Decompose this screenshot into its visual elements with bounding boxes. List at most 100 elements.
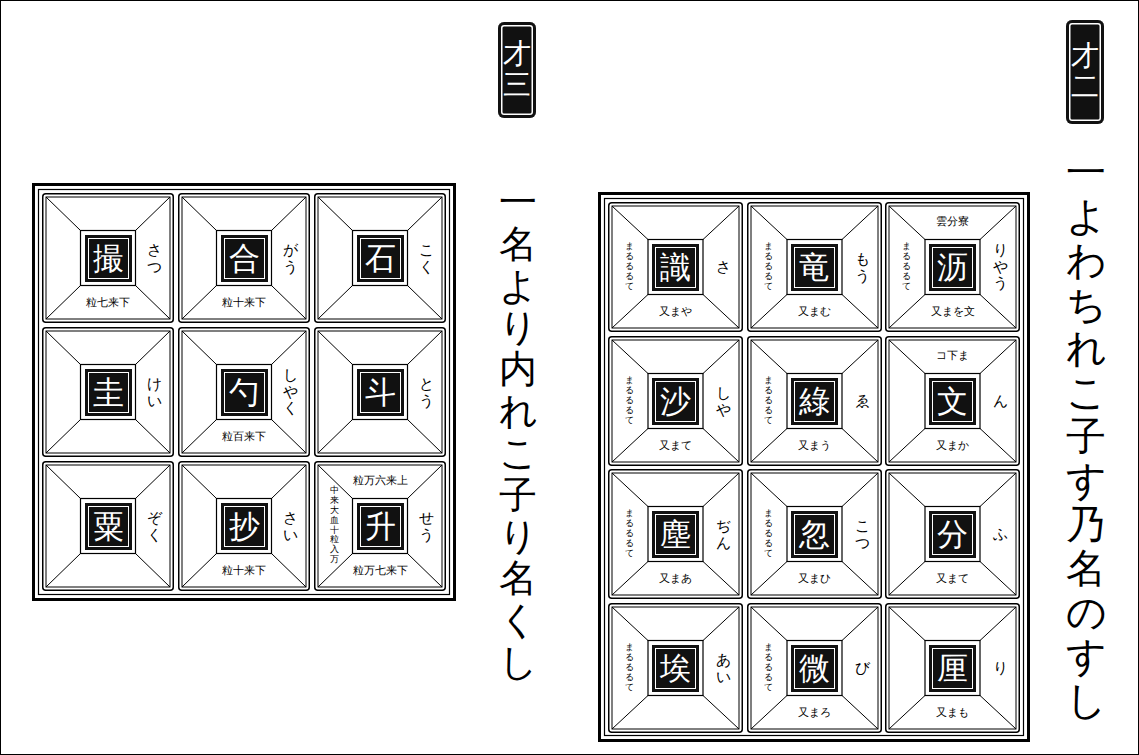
- center-square-frame: [787, 507, 842, 562]
- frame-diagonal: [751, 473, 787, 507]
- frame-diagonal: [272, 331, 307, 365]
- cell-inner-border: [46, 465, 170, 587]
- reading-kana: さ: [716, 259, 731, 276]
- frame-diagonal: [889, 340, 925, 374]
- frame-diagonal: [182, 554, 217, 588]
- unit-cell: しやまるるるて又まて沙: [608, 336, 743, 466]
- unit-character-box: 圭: [85, 369, 132, 416]
- frame-diagonal: [980, 340, 1016, 374]
- unit-character: 升: [365, 509, 396, 543]
- unit-character-box: 分: [929, 511, 976, 558]
- unit-character: 合: [229, 241, 260, 275]
- frame-diagonal: [408, 554, 443, 588]
- cell-border: [179, 462, 310, 591]
- unit-character: 綠: [799, 384, 830, 418]
- cell-inner-border: [751, 206, 878, 328]
- unit-note: 又まも: [936, 707, 969, 719]
- unit-character-box: 石: [357, 235, 404, 282]
- unit-note: 又まう: [798, 440, 831, 452]
- cell-border: [315, 328, 446, 457]
- unit-note: まるるるて: [625, 376, 634, 425]
- reading-kana: ぞく: [147, 510, 162, 543]
- cell-border: [315, 194, 446, 323]
- frame-diagonal: [46, 286, 81, 320]
- unit-cell: こく石: [314, 193, 446, 323]
- unit-cell: びまるるるて又まろ微: [747, 603, 882, 733]
- grid-outer-frame: [600, 194, 1029, 741]
- unit-note: 又まを文: [931, 306, 975, 318]
- cell-inner-border: [318, 465, 442, 587]
- frame-diagonal: [46, 197, 81, 231]
- frame-diagonal: [612, 206, 648, 240]
- unit-character: 圭: [93, 375, 124, 409]
- unit-character-box: 撮: [85, 235, 132, 282]
- cell-border: [886, 604, 1020, 733]
- tag-text: 才二: [1071, 41, 1099, 103]
- center-square-frame: [81, 499, 136, 554]
- center-square-frame: [81, 365, 136, 420]
- frame-diagonal: [612, 696, 648, 730]
- cell-inner-border: [46, 197, 170, 319]
- reading-kana: しやく: [283, 367, 298, 417]
- reading-kana: ゑ: [855, 393, 870, 410]
- frame-diagonal: [318, 286, 353, 320]
- reading-kana: しや: [716, 385, 731, 418]
- frame-diagonal: [136, 197, 171, 231]
- title-tag: 才二: [1066, 20, 1104, 124]
- frame-diagonal: [136, 420, 171, 454]
- unit-character: 微: [799, 651, 830, 685]
- cell-border: [609, 470, 743, 599]
- cell-border: [748, 203, 882, 332]
- unit-note: コ下ま: [936, 350, 969, 362]
- frame-diagonal: [980, 696, 1016, 730]
- frame-diagonal: [751, 295, 787, 329]
- frame-diagonal: [136, 554, 171, 588]
- frame-diagonal: [408, 286, 443, 320]
- frame-diagonal: [612, 295, 648, 329]
- unit-cell: さつ粒七来下撮: [42, 193, 174, 323]
- grid-outer-frame: [34, 185, 455, 600]
- unit-character-box: 升: [357, 503, 404, 550]
- center-square-frame: [217, 231, 272, 286]
- frame-diagonal: [136, 465, 171, 499]
- frame-diagonal: [46, 331, 81, 365]
- unit-character-box: 粟: [85, 503, 132, 550]
- reading-kana: さい: [283, 510, 298, 543]
- cell-border: [748, 470, 882, 599]
- frame-diagonal: [272, 286, 307, 320]
- frame-diagonal: [703, 607, 739, 641]
- cell-border: [748, 604, 882, 733]
- frame-diagonal: [408, 465, 443, 499]
- frame-diagonal: [612, 340, 648, 374]
- frame-diagonal: [842, 696, 878, 730]
- frame-diagonal: [703, 295, 739, 329]
- unit-note: まるるるて: [625, 242, 634, 291]
- unit-note: まるるるて: [625, 509, 634, 558]
- frame-diagonal: [612, 473, 648, 507]
- unit-character-box: 塵: [652, 511, 699, 558]
- unit-character: 埃: [660, 651, 691, 685]
- center-square-frame: [925, 240, 980, 295]
- unit-cell: こつまるるるて又まひ忽: [747, 469, 882, 599]
- center-square-frame: [81, 231, 136, 286]
- frame-diagonal: [612, 429, 648, 463]
- frame-diagonal: [408, 420, 443, 454]
- center-square-frame: [217, 499, 272, 554]
- unit-note: まるるるて: [764, 376, 773, 425]
- unit-cell: ゑ まるるるて又まう 綠: [747, 336, 882, 466]
- cell-border: [609, 203, 743, 332]
- unit-character: 文: [937, 384, 968, 418]
- unit-character-box: 斗: [357, 369, 404, 416]
- frame-diagonal: [612, 562, 648, 596]
- frame-diagonal: [408, 197, 443, 231]
- unit-character-box: 抄: [221, 503, 268, 550]
- unit-cell: さまるるるて又まや識: [608, 202, 743, 332]
- cell-inner-border: [182, 197, 306, 319]
- center-square-frame: [353, 499, 408, 554]
- frame-diagonal: [889, 562, 925, 596]
- unit-note: 粒万六来上: [353, 475, 408, 487]
- unit-cell: さい粒十来下抄: [178, 461, 310, 591]
- unit-note: 中来大血十粒入万: [330, 486, 339, 565]
- unit-character-box: 勺: [221, 369, 268, 416]
